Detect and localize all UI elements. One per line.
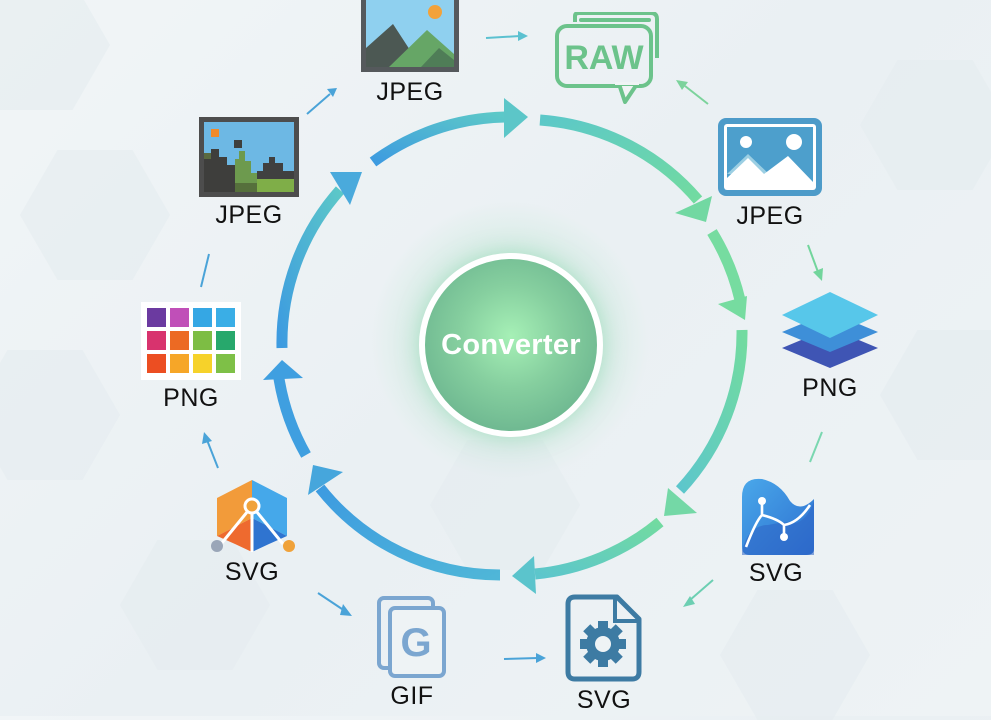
layers-stack-icon [782, 292, 878, 368]
node-label: GIF [390, 682, 434, 710]
gif-document-icon: G [377, 596, 446, 678]
converter-hub[interactable]: Converter [419, 253, 603, 437]
node-svg-bottom[interactable]: SVG [554, 594, 654, 715]
node-gif[interactable]: G GIF [364, 594, 460, 711]
image-frame-icon [718, 118, 822, 196]
connector-arrow [689, 579, 714, 601]
connector-arrow [807, 244, 819, 273]
ring-arrowhead [675, 196, 712, 222]
connector-arrows [200, 31, 823, 663]
node-label: SVG [576, 686, 632, 714]
connector-arrow [206, 439, 219, 469]
connector-arrow [503, 657, 539, 660]
file-gear-icon [565, 594, 642, 682]
connector-arrow [809, 431, 823, 463]
raw-chat-bubble-icon: RAW [555, 12, 659, 104]
node-svg-left[interactable]: SVG [200, 478, 304, 587]
ring-segment [707, 229, 746, 302]
node-label: PNG [163, 384, 219, 412]
landscape-photo-icon [361, 0, 459, 72]
node-label: JPEG [376, 78, 444, 106]
ring-segment [539, 114, 703, 204]
ring-segment [272, 371, 311, 458]
ring-arrowhead [718, 296, 747, 320]
node-label: JPEG [215, 201, 283, 229]
node-png-right[interactable]: PNG [772, 290, 888, 403]
node-label: SVG [224, 558, 280, 586]
ring-arrowhead [308, 465, 343, 495]
converter-label: Converter [441, 328, 581, 361]
svg-text:G: G [400, 621, 431, 665]
node-svg-right[interactable]: SVG [722, 475, 830, 588]
node-jpeg-left[interactable]: JPEG [196, 117, 302, 230]
vector-wave-icon [742, 478, 814, 555]
node-jpeg-top[interactable]: JPEG [355, 0, 465, 107]
connector-arrow [684, 85, 709, 105]
node-png-left[interactable]: PNG [137, 302, 245, 413]
ring-segment [315, 484, 501, 581]
ring-arrowhead [664, 488, 697, 516]
vector-hexagon-icon [211, 480, 295, 552]
background-hexagon [720, 590, 870, 720]
pixelated-photo-icon [199, 117, 299, 197]
node-jpeg-right[interactable]: JPEG [712, 116, 828, 231]
ring-segment [369, 111, 506, 167]
ring-arrowhead [330, 172, 362, 205]
ring-segment [675, 329, 748, 494]
connector-arrow [485, 35, 521, 39]
connector-arrow [317, 592, 346, 612]
svg-text:RAW: RAW [564, 39, 644, 77]
node-label: JPEG [736, 202, 804, 230]
ring-segment [276, 186, 345, 349]
connector-arrow [200, 253, 210, 288]
ring-segment [534, 517, 664, 580]
connector-arrow [306, 93, 331, 115]
ring-arrowhead [512, 556, 536, 594]
color-grid-icon [141, 302, 241, 380]
ring-arrowhead [263, 360, 303, 380]
node-label: PNG [802, 374, 858, 402]
node-label: SVG [748, 559, 804, 587]
node-raw[interactable]: RAW [552, 12, 664, 104]
ring-arrowhead [504, 98, 528, 138]
background-hexagon [120, 540, 270, 670]
